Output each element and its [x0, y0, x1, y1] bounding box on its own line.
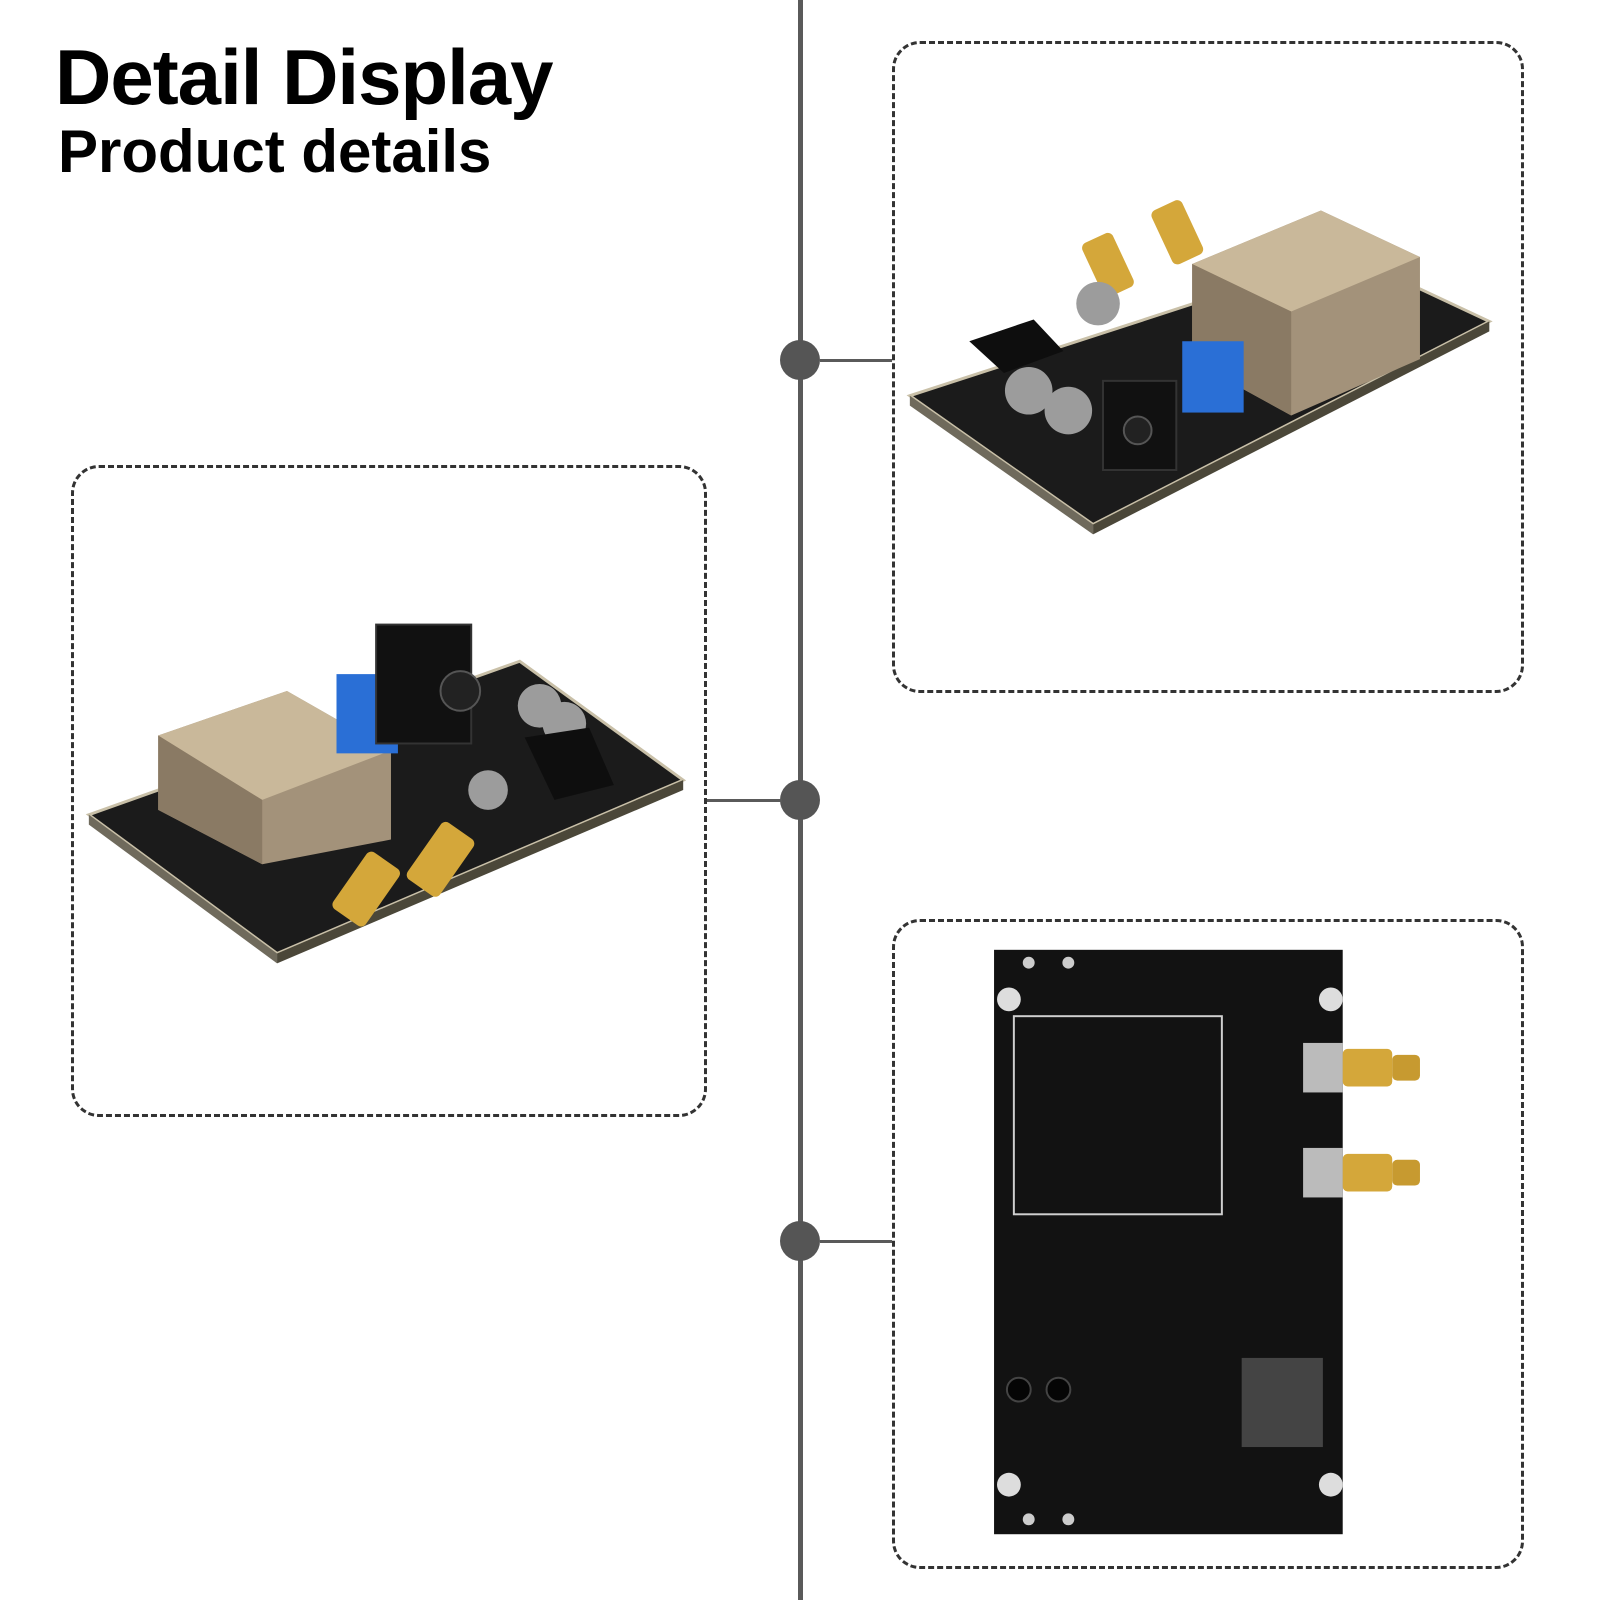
pcb-board-photo: [906, 200, 1493, 535]
connector-1: [820, 359, 892, 362]
product-image-frame-middle: [71, 465, 707, 1117]
pcb-board-photo: [85, 623, 687, 964]
page-subtitle: Product details: [58, 118, 492, 185]
product-image-frame-top: [892, 41, 1524, 693]
page-title: Detail Display: [55, 33, 554, 121]
connector-2: [707, 799, 782, 802]
timeline-dot-1: [780, 340, 820, 380]
product-image-frame-bottom: [892, 919, 1524, 1569]
connector-3: [820, 1240, 892, 1243]
timeline-dot-3: [780, 1221, 820, 1261]
timeline-dot-2: [780, 780, 820, 820]
pcb-board-photo: [994, 949, 1420, 1535]
